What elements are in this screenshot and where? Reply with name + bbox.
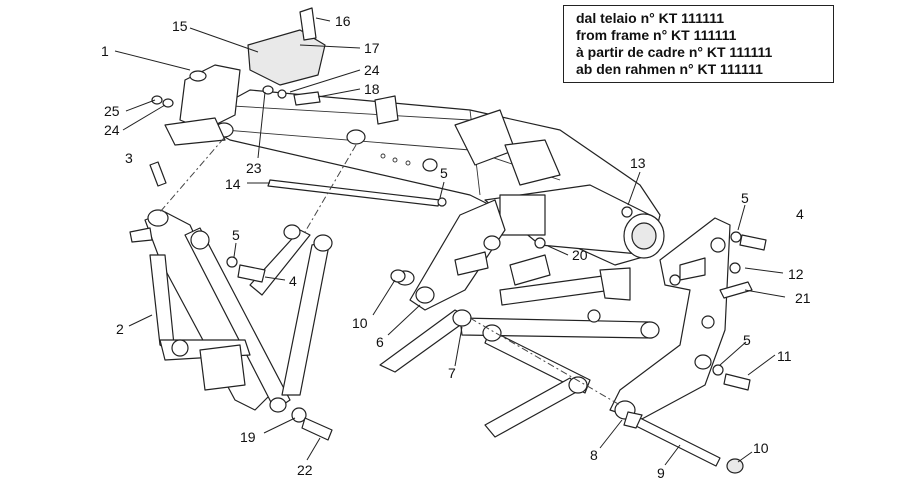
center-plate: [395, 199, 506, 311]
pivot-bolt: [623, 411, 744, 474]
callout-1: 1: [101, 43, 109, 59]
callout-4: 4: [796, 206, 804, 222]
callout-23: 23: [246, 160, 262, 176]
callout-13: 13: [630, 155, 646, 171]
callout-16: 16: [335, 13, 351, 29]
callout-22: 22: [297, 462, 313, 478]
callout-24: 24: [364, 62, 380, 78]
cross-tubes: [379, 254, 660, 438]
right-side-plate: [609, 217, 731, 421]
note-line-it: dal telaio n° KT 111111: [576, 10, 725, 26]
note-line-de: ab den rahmen n° KT 111111: [576, 61, 763, 77]
callout-8: 8: [590, 447, 598, 463]
note-line-en: from frame n° KT 111111: [576, 27, 737, 43]
callout-3: 3: [125, 150, 133, 166]
leader-lines: [114, 17, 786, 466]
callout-labels: 16 15 1 17 24 18 25 24 3 23 14 5 13 5 4 …: [101, 13, 811, 481]
callout-5: 5: [741, 190, 749, 206]
pivot-tube: [484, 184, 665, 259]
callout-20: 20: [572, 247, 588, 263]
lower-cradle-left: [129, 209, 333, 413]
callout-19: 19: [240, 429, 256, 445]
alignment-lines: [159, 137, 621, 406]
callout-6: 6: [376, 334, 384, 350]
callout-2: 2: [116, 321, 124, 337]
callout-5: 5: [743, 332, 751, 348]
callout-9: 9: [657, 465, 665, 481]
callout-7: 7: [448, 365, 456, 381]
callout-4: 4: [289, 273, 297, 289]
callout-10: 10: [753, 440, 769, 456]
callout-17: 17: [364, 40, 380, 56]
callout-18: 18: [364, 81, 380, 97]
headstock-bracket: [164, 29, 326, 146]
hardware: [149, 7, 767, 441]
callout-11: 11: [777, 348, 792, 364]
callout-14: 14: [225, 176, 241, 192]
callout-24: 24: [104, 122, 120, 138]
callout-10: 10: [352, 315, 368, 331]
callout-15: 15: [172, 18, 188, 34]
callout-12: 12: [788, 266, 804, 282]
callout-5: 5: [232, 227, 240, 243]
frame-number-note: dal telaio n° KT 111111 from frame n° KT…: [563, 5, 834, 83]
callout-21: 21: [795, 290, 811, 306]
callout-25: 25: [104, 103, 120, 119]
note-line-fr: à partir de cadre n° KT 111111: [576, 44, 773, 60]
callout-5: 5: [440, 165, 448, 181]
